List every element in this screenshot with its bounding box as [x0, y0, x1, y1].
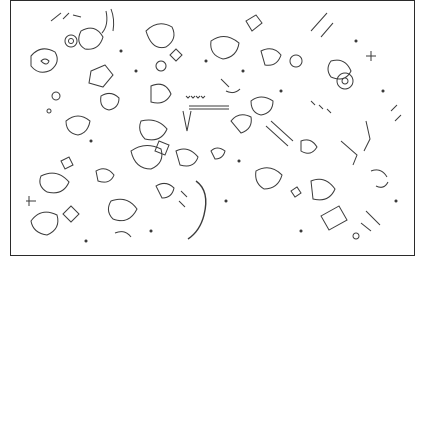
- part-cluster-lower-center: [155, 180, 207, 240]
- part-cluster-upper-right: [210, 12, 376, 116]
- diagram-frame: [10, 0, 415, 256]
- part-cluster-lower-left: [26, 156, 138, 238]
- part-cluster-lower-right: [255, 104, 402, 240]
- part-cluster-upper-left: [30, 8, 120, 136]
- exploded-parts-drawing: [26, 8, 402, 243]
- part-cluster-middle: [130, 95, 332, 170]
- blank-area: [0, 258, 430, 430]
- fasteners: [84, 39, 398, 243]
- part-cluster-upper-center: [139, 23, 192, 156]
